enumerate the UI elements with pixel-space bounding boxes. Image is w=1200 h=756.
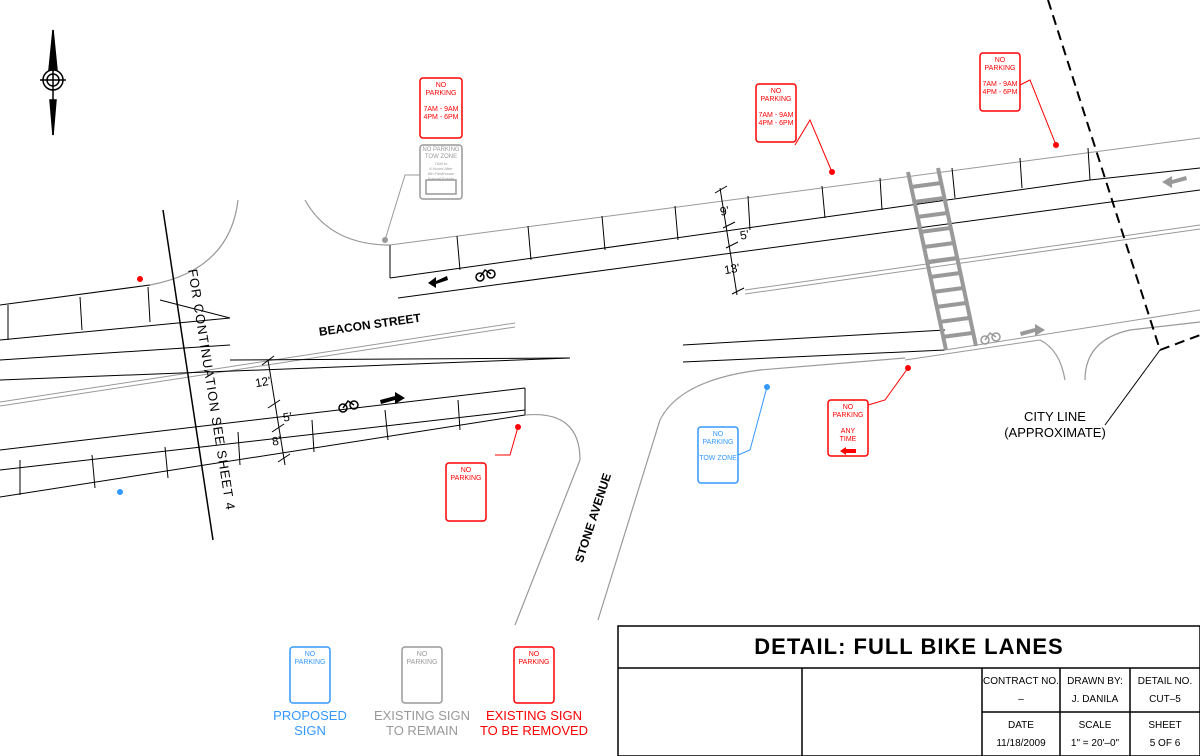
legend-text: PROPOSED [273,708,347,723]
scale-label: SCALE [1078,720,1112,731]
sign-text: NO PARKING [425,82,457,97]
sheet-value: 5 OF 6 [1149,738,1181,749]
sign-text: TOW ZONE [424,154,458,160]
scale-value: 1" = 20'–0" [1070,738,1120,749]
sign-proposed-tow-zone: NO PARKING TOW ZONE [698,431,738,463]
legend-text: EXISTING SIGN [485,708,583,723]
sign-leaders [117,79,1059,495]
sign-tow-zone-existing: NO PARKING TOW ZONE 7AM to 6 Hours After… [420,147,462,181]
legend-proposed-caption: PROPOSED SIGN [260,708,360,738]
detail-value: CUT–5 [1149,694,1181,705]
city-line-label: CITY LINE (APPROXIMATE) [1000,409,1110,441]
dimension-lines [261,185,745,466]
dimension-label: 12' [253,373,272,391]
sign-text: NO PARKING [984,57,1016,72]
legend-text: TO REMAIN [386,723,458,738]
bicycle-icon [338,268,1001,413]
legend-text: SIGN [294,723,326,738]
sign-text: 4PM - 6PM [982,89,1018,96]
sign-no-parking-hours: NO PARKING 7AM - 9AM 4PM - 6PM [756,88,796,128]
sign-text: NO PARKING [832,404,864,419]
city-line-approx: (APPROXIMATE) [1004,425,1106,440]
beacon-street-west [0,284,571,498]
sign-text: 4PM - 6PM [423,114,459,121]
direction-arrow-icon [380,176,1187,404]
crosswalk [906,167,978,351]
sign-text: Special Events [427,176,455,181]
sign-text: ANY [840,428,856,435]
drawn-value: J. DANILA [1071,694,1119,705]
sign-frames [289,52,1021,704]
drawn-label: DRAWN BY: [1067,676,1123,687]
dimension-label: 13' [722,260,741,278]
date-value: 11/18/2009 [996,738,1046,749]
legend-sign-proposed: NO PARKING [294,651,326,666]
legend-text: EXISTING SIGN [373,708,471,723]
sign-no-parking-hours: NO PARKING 7AM - 9AM 4PM - 6PM [980,57,1020,97]
legend-sign-remain: NO PARKING [406,651,438,666]
any-time-arrow-icon [840,447,856,455]
north-arrow-icon [40,29,66,136]
curb-curves [149,199,1200,626]
title-block-frame [617,625,1200,756]
contract-value: – [1018,694,1024,705]
legend-sign-removed: NO PARKING [518,651,550,666]
city-line-text: CITY LINE [1024,409,1086,424]
sign-text: 7AM - 9AM [423,106,459,113]
sign-text: 7AM to [434,161,448,166]
detail-label: DETAIL NO. [1137,676,1193,687]
sign-text: NO PARKING [702,431,734,446]
beacon-street-east [389,137,1200,363]
sign-no-parking-any-time: NO PARKING ANY TIME [828,404,868,444]
sign-no-parking: NO PARKING [450,467,482,482]
sign-text: NO PARKING [422,147,460,153]
sign-no-parking-hours: NO PARKING 7AM - 9AM 4PM - 6PM [420,82,462,122]
sign-text: 7AM - 9AM [982,81,1018,88]
sign-text: 4PM - 6PM [758,120,794,127]
legend-remain-caption: EXISTING SIGN TO REMAIN [362,708,482,738]
sheet-label: SHEET [1148,720,1182,731]
legend-text: TO BE REMOVED [479,723,589,738]
sign-text: TIME [839,436,857,443]
sign-text: 7AM - 9AM [758,112,794,119]
match-line [162,209,214,541]
legend-removed-caption: EXISTING SIGN TO BE REMOVED [474,708,594,738]
sign-text: 6 Hours After [429,166,453,171]
sign-text: TOW ZONE [699,455,737,462]
drawing-title: DETAIL: FULL BIKE LANES [754,634,1064,659]
date-label: DATE [1008,720,1034,731]
city-line [1047,0,1200,426]
sign-text: 6th Fieldhouse [427,171,455,176]
contract-label: CONTRACT NO. [983,676,1059,687]
sign-text: NO PARKING [760,88,792,103]
